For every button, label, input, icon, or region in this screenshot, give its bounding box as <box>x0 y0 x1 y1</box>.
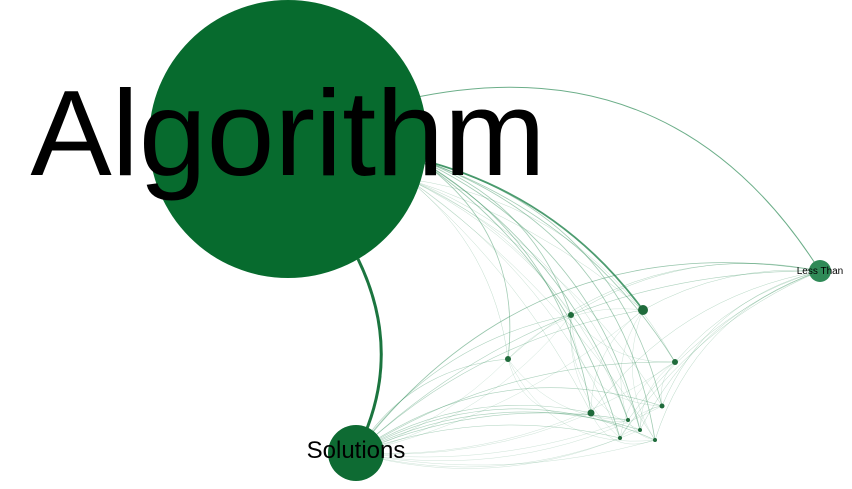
edge-solutions-node <box>355 439 656 466</box>
edge-solutions-node <box>355 411 641 454</box>
edge-algorithm-node <box>417 158 641 431</box>
edge-node-node <box>627 419 656 441</box>
edge-less-than-node <box>642 269 821 311</box>
edge-node-node <box>639 405 663 431</box>
edge-node-node <box>639 361 676 431</box>
edge-algorithm-less-than <box>407 86 821 272</box>
edge-algorithm-node <box>407 178 629 421</box>
edge-node-node <box>632 309 656 441</box>
edge-node-node <box>620 309 644 421</box>
node-n10[interactable] <box>618 436 622 440</box>
edge-node-node <box>507 358 656 442</box>
edge-algorithm-node <box>407 178 592 414</box>
node-n8[interactable] <box>638 428 642 432</box>
edge-algorithm-node <box>417 158 572 316</box>
edge-less-than-node <box>639 270 821 431</box>
edge-solutions-node <box>355 387 663 454</box>
edge-algorithm-node <box>417 158 676 363</box>
edge-algorithm-node <box>407 178 663 407</box>
edge-solutions-node <box>355 361 676 454</box>
node-label-solutions: Solutions <box>307 437 406 464</box>
edge-algorithm-node <box>417 158 656 441</box>
edge-node-node <box>590 412 656 445</box>
edge-node-node <box>507 358 592 415</box>
edge-node-node <box>660 361 676 407</box>
node-n7[interactable] <box>626 418 630 422</box>
node-solutions[interactable] <box>328 425 384 481</box>
node-less-than[interactable] <box>809 260 831 282</box>
edge-less-than-node <box>570 263 821 316</box>
edge-solutions-node <box>355 309 644 454</box>
edge-solutions-node <box>355 408 656 454</box>
edge-node-node <box>619 361 676 439</box>
edge-algorithm-node <box>407 178 656 441</box>
edge-algorithm-node <box>417 158 629 421</box>
edge-node-node <box>590 309 644 414</box>
edge-node-node <box>570 314 641 431</box>
edge-algorithm-node <box>417 158 663 407</box>
edge-solutions-node <box>355 405 663 462</box>
edge-algorithm-node <box>417 158 644 311</box>
node-n5[interactable] <box>587 409 595 417</box>
edge-algorithm-node <box>407 178 572 316</box>
node-n2[interactable] <box>568 312 574 318</box>
edge-algorithm-node <box>407 178 641 431</box>
edge-node-node <box>570 314 663 407</box>
edge-node-node <box>507 358 629 421</box>
edge-node-node <box>570 314 676 363</box>
node-algorithm[interactable] <box>149 0 427 278</box>
node-n6[interactable] <box>659 403 665 409</box>
edge-solutions-node <box>355 314 572 454</box>
edge-less-than-node <box>507 263 821 360</box>
edge-solutions-node <box>355 405 592 454</box>
edge-solutions-node <box>355 412 592 455</box>
node-label-less-than: Less Than <box>797 266 844 277</box>
edge-solutions-node <box>355 424 621 454</box>
edge-solutions-node <box>355 309 644 454</box>
edge-solutions-node <box>355 361 676 454</box>
edge-algorithm-node <box>407 178 676 363</box>
node-label-algorithm: Algorithm <box>30 65 545 201</box>
edge-algorithm-node <box>417 158 621 439</box>
edge-node-node <box>570 314 621 439</box>
edge-less-than-node <box>590 270 821 414</box>
edge-less-than-node <box>654 270 821 441</box>
edge-solutions-node <box>355 437 621 469</box>
node-n4[interactable] <box>672 359 678 365</box>
edge-node-node <box>507 308 644 360</box>
edge-less-than-node <box>674 270 821 363</box>
edge-algorithm-node <box>417 158 511 360</box>
edge-algorithm-node <box>407 178 509 360</box>
edge-solutions-less-than <box>355 262 821 454</box>
edge-algorithm-node <box>407 178 644 311</box>
edge-solutions-node <box>355 314 572 454</box>
edge-solutions-node <box>355 419 629 458</box>
node-n1[interactable] <box>638 305 648 315</box>
edge-less-than-node <box>661 270 821 407</box>
edge-less-than-node <box>627 270 821 421</box>
node-n3[interactable] <box>505 356 511 362</box>
edge-less-than-node <box>619 270 821 439</box>
edge-algorithm-node <box>417 158 592 414</box>
edge-algorithm-node <box>407 178 621 439</box>
edge-node-node <box>619 405 663 439</box>
edge-solutions-node <box>355 429 641 468</box>
node-n9[interactable] <box>653 438 657 442</box>
graph-nodes <box>149 0 831 481</box>
